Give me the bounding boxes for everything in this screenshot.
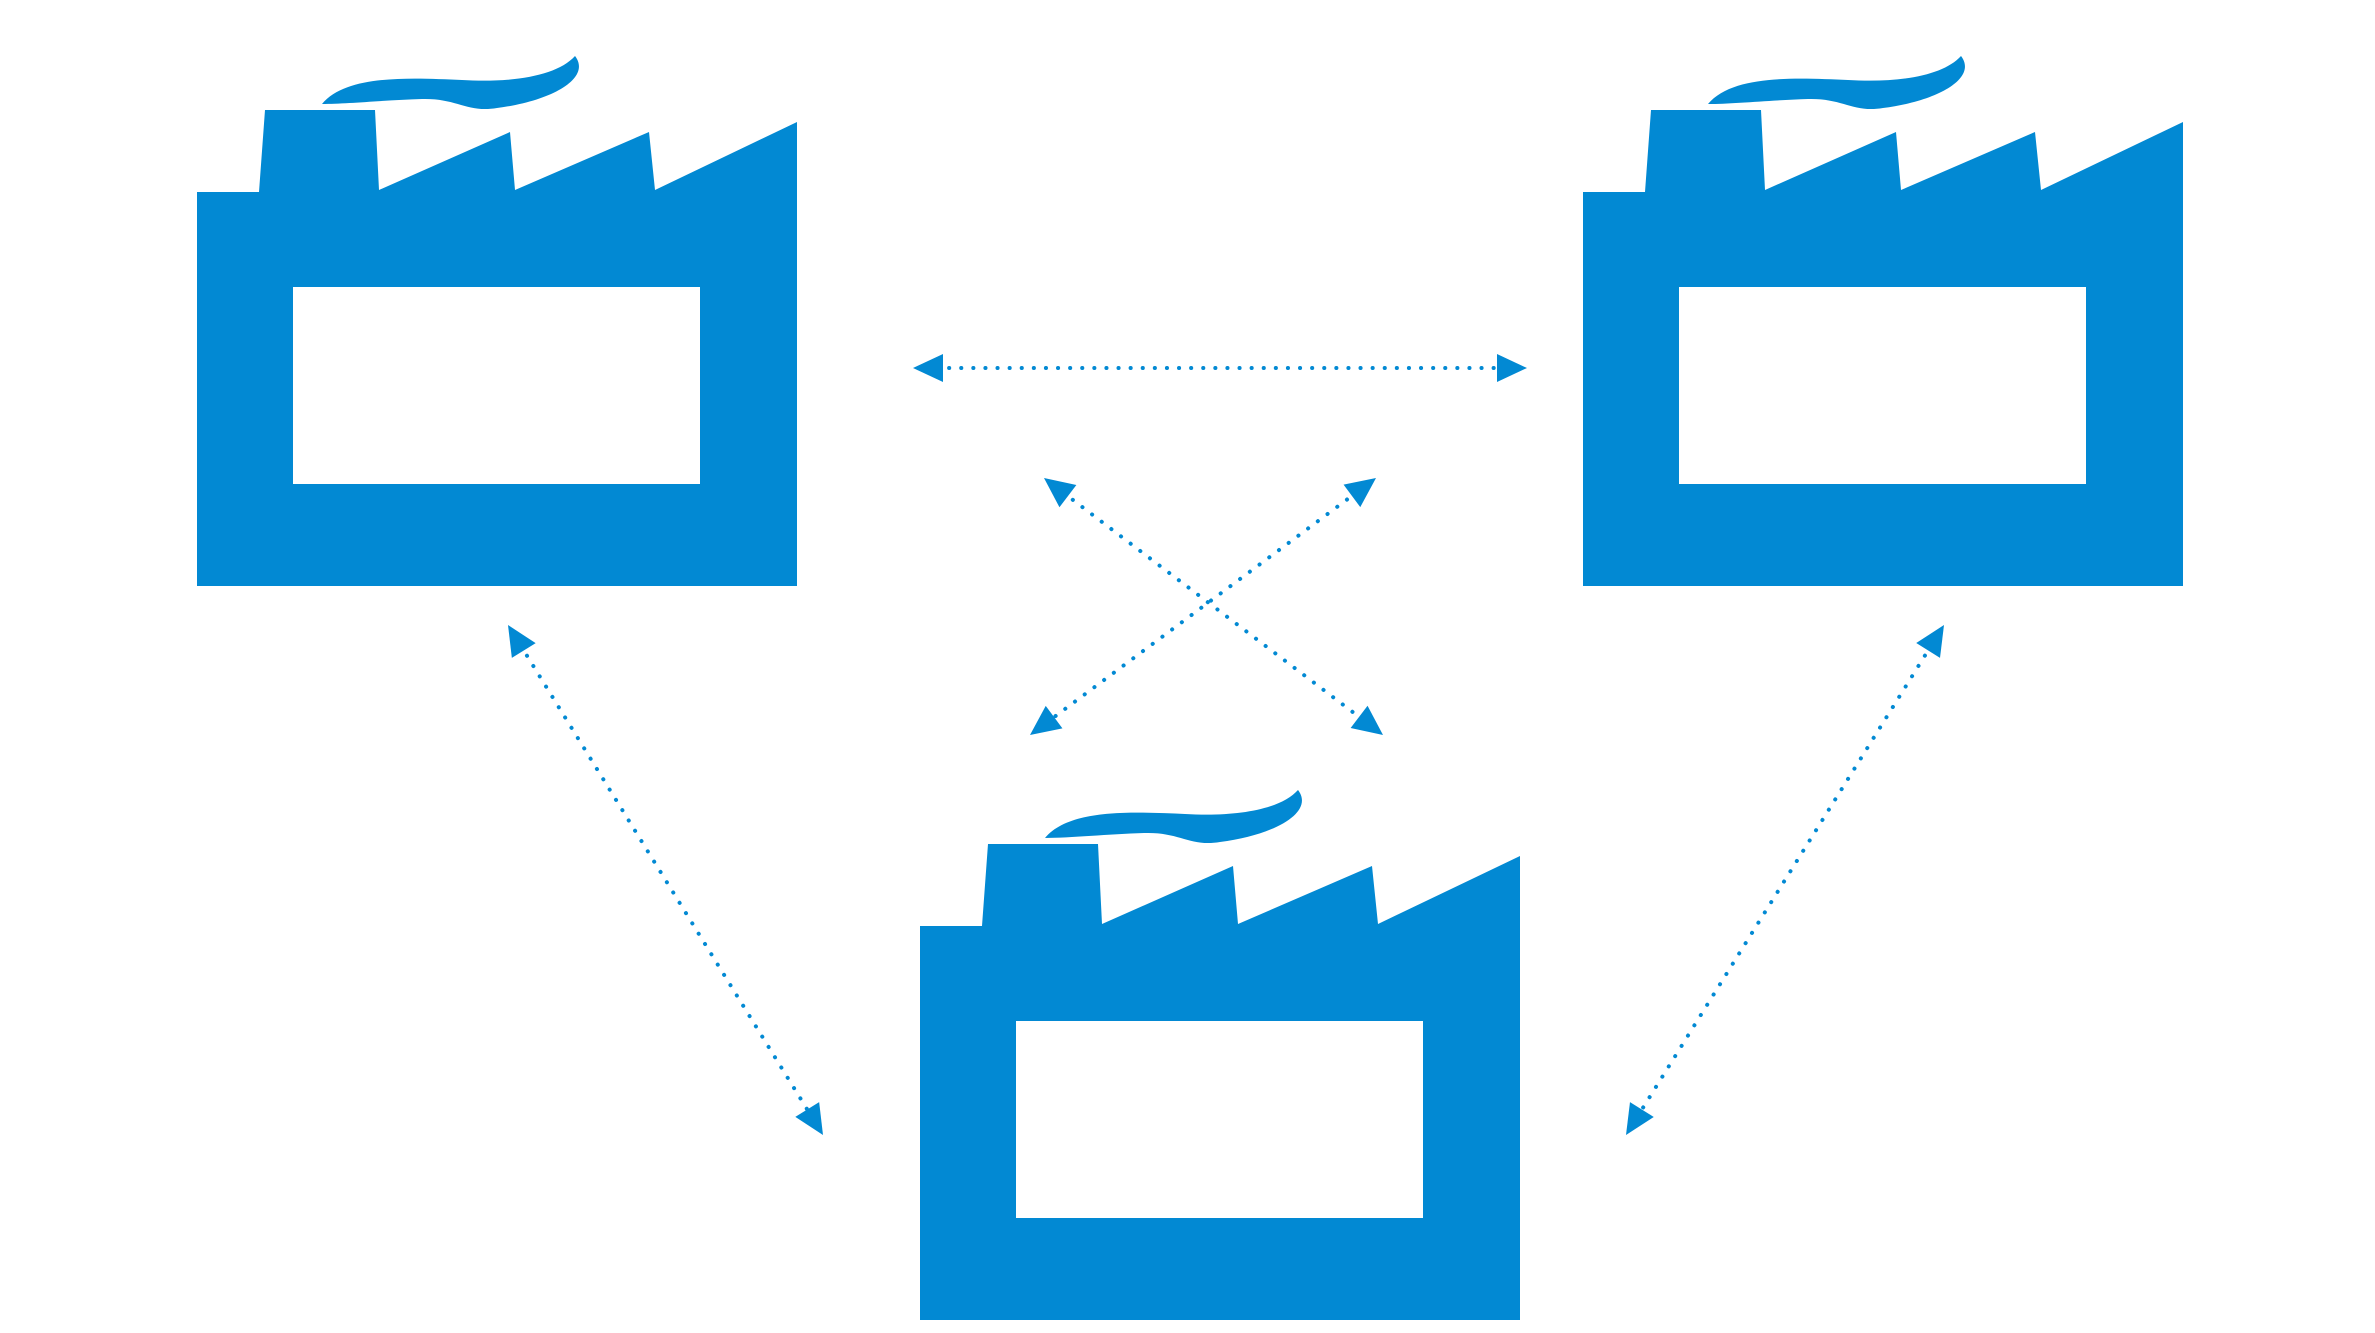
dotted-line xyxy=(1047,490,1359,723)
arrowhead-start xyxy=(1916,625,1944,658)
factory-icon xyxy=(1583,56,2183,586)
dotted-line xyxy=(518,643,813,1117)
arrowhead-end xyxy=(795,1102,823,1135)
arrowhead-end xyxy=(1626,1102,1654,1135)
arrowhead-end xyxy=(1497,354,1527,382)
link-cross-b xyxy=(1030,478,1376,735)
arrowhead-end xyxy=(1350,705,1383,735)
arrowhead-start xyxy=(1044,478,1077,508)
factory-top-right xyxy=(1583,56,2183,586)
arrowhead-start xyxy=(1343,478,1376,508)
connections-layer xyxy=(508,354,1944,1135)
factory-icon xyxy=(197,56,797,586)
link-cross-a xyxy=(1044,478,1383,735)
link-top-right-bottom xyxy=(1626,625,1944,1135)
factory-icon xyxy=(920,790,1520,1320)
dotted-line xyxy=(1061,490,1366,723)
link-top-left-top-right xyxy=(913,354,1527,382)
factory-bottom xyxy=(920,790,1520,1320)
dotted-line xyxy=(1636,643,1934,1117)
arrowhead-start xyxy=(913,354,943,382)
arrowhead-end xyxy=(1030,705,1063,735)
arrowhead-start xyxy=(508,625,536,658)
link-top-left-bottom xyxy=(508,625,823,1135)
factory-top-left xyxy=(197,56,797,586)
